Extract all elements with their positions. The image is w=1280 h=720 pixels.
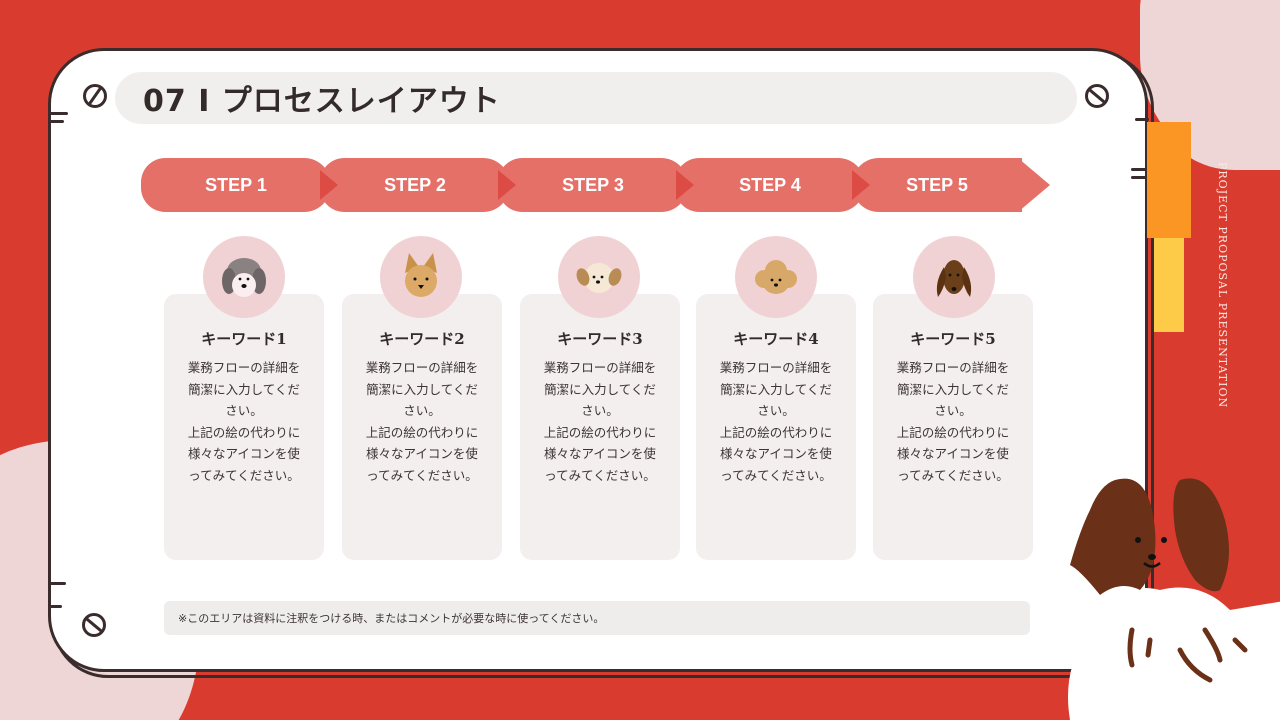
step-connector-arrow — [320, 170, 338, 200]
frame-tick — [1131, 176, 1149, 179]
accent-bar-yellow — [1154, 238, 1184, 332]
card-title: キーワード4 — [733, 330, 819, 348]
frame-tick — [50, 112, 68, 115]
accent-bar-orange — [1147, 122, 1191, 238]
step-card-5: キーワード5 業務フローの詳細を 簡潔に入力してくだ さい。 上記の絵の代わりに… — [873, 294, 1033, 560]
frame-tick — [50, 582, 66, 585]
slash-circle-icon — [83, 84, 107, 108]
annotation-note: ※このエリアは資料に注釈をつける時、またはコメントが必要な時に使ってください。 — [164, 601, 1030, 635]
step-connector-arrow — [676, 170, 694, 200]
dachshund-dog-icon — [913, 236, 995, 318]
prohibited-icon — [82, 613, 106, 637]
step-card-4: キーワード4 業務フローの詳細を 簡潔に入力してくだ さい。 上記の絵の代わりに… — [696, 294, 856, 560]
step-connector-arrow — [852, 170, 870, 200]
annotation-note-text: ※このエリアは資料に注釈をつける時、またはコメントが必要な時に使ってください。 — [178, 612, 605, 625]
cream-dog-icon — [558, 236, 640, 318]
card-title: キーワード5 — [910, 330, 996, 348]
frame-tick — [50, 605, 62, 608]
side-label: PROJECT PROPOSAL PRESENTATION — [1216, 162, 1229, 409]
page-title: 07 I プロセスレイアウト — [143, 84, 501, 119]
card-title: キーワード3 — [557, 330, 643, 348]
title-bar: 07 I プロセスレイアウト — [115, 72, 1077, 124]
step-connector-arrow — [498, 170, 516, 200]
step-card-2: キーワード2 業務フローの詳細を 簡潔に入力してくだ さい。 上記の絵の代わりに… — [342, 294, 502, 560]
shiba-dog-icon — [380, 236, 462, 318]
frame-tick — [1131, 168, 1149, 171]
card-body: 業務フローの詳細を 簡潔に入力してくだ さい。 上記の絵の代わりに 様々なアイコ… — [365, 360, 479, 483]
step-1: STEP 1 — [141, 158, 331, 212]
card-body: 業務フローの詳細を 簡潔に入力してくだ さい。 上記の絵の代わりに 様々なアイコ… — [187, 360, 301, 483]
step-3: STEP 3 — [498, 158, 688, 212]
card-body: 業務フローの詳細を 簡潔に入力してくだ さい。 上記の絵の代わりに 様々なアイコ… — [543, 360, 657, 483]
card-title: キーワード1 — [201, 330, 287, 348]
prohibited-icon — [1085, 84, 1109, 108]
step-5: STEP 5 — [852, 158, 1022, 212]
step-4: STEP 4 — [675, 158, 865, 212]
gray-poodle-dog-icon — [203, 236, 285, 318]
card-title: キーワード2 — [379, 330, 465, 348]
step-5-arrow-tip — [1018, 158, 1050, 212]
frame-tick — [50, 120, 64, 123]
toy-poodle-dog-icon — [735, 236, 817, 318]
card-body: 業務フローの詳細を 簡潔に入力してくだ さい。 上記の絵の代わりに 様々なアイコ… — [719, 360, 833, 483]
frame-tick — [1135, 118, 1149, 121]
step-card-3: キーワード3 業務フローの詳細を 簡潔に入力してくだ さい。 上記の絵の代わりに… — [520, 294, 680, 560]
papillon-dog-illustration — [1068, 478, 1280, 720]
card-body: 業務フローの詳細を 簡潔に入力してくだ さい。 上記の絵の代わりに 様々なアイコ… — [896, 360, 1010, 483]
step-2: STEP 2 — [320, 158, 510, 212]
step-card-1: キーワード1 業務フローの詳細を 簡潔に入力してくだ さい。 上記の絵の代わりに… — [164, 294, 324, 560]
